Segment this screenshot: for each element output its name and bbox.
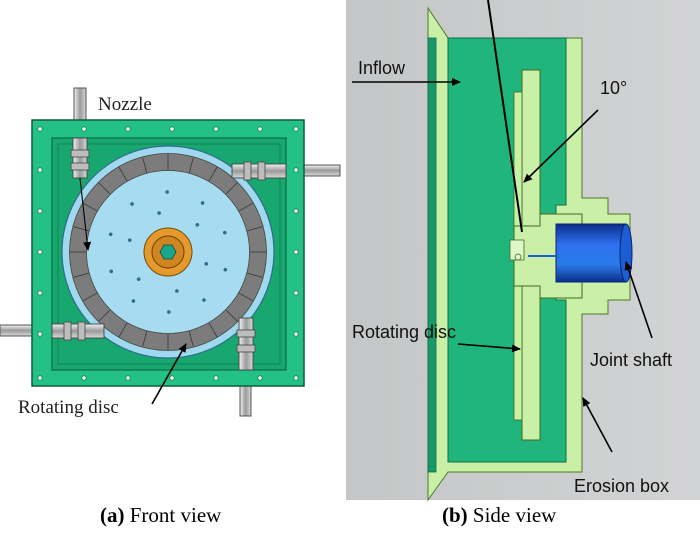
angle-arrow [523, 109, 599, 183]
nozzle-jet-line [79, 177, 92, 251]
disc-hole [130, 202, 134, 206]
nozzle-fitting-top [70, 137, 90, 179]
disc-holes [108, 190, 228, 314]
ring-segment-divider [225, 182, 238, 195]
box-left-wall [427, 37, 437, 473]
disc-hole [175, 289, 179, 293]
ring-edge-inner [86, 170, 250, 334]
caption-front: (a) Front view [100, 503, 221, 528]
disc-hole [108, 232, 113, 237]
rotating-disc-arrow-side [457, 343, 521, 353]
ring-segment-divider [82, 292, 98, 302]
ring-segment-divider [208, 166, 218, 182]
ring-segment-divider [98, 309, 111, 322]
disc-hole [136, 277, 141, 281]
hub-hex [159, 244, 177, 260]
ring-segment-divider [225, 309, 238, 322]
angle-label: 10° [600, 78, 627, 98]
ring-segments [70, 154, 266, 350]
disc-hole [223, 267, 228, 272]
rotating-disc-label-side: Rotating disc [352, 322, 456, 342]
caption-front-tag: (a) [100, 503, 125, 527]
bolt-hole [514, 253, 522, 261]
caption-side: (b) Side view [442, 503, 556, 528]
ring-segment-divider [73, 272, 89, 278]
disc-hole [131, 299, 136, 303]
erosion-box-label: Erosion box [574, 476, 669, 496]
ring-segment-divider [188, 157, 194, 173]
caption-side-text: Side view [472, 503, 557, 527]
disc-hole [127, 238, 132, 242]
ring-segment-divider [82, 202, 98, 212]
caption-side-tag: (b) [442, 503, 468, 527]
disc-hole [109, 269, 114, 274]
joint-shaft-arrow [624, 261, 653, 339]
erosion-box-arrow [582, 397, 613, 453]
inner-edge [57, 143, 281, 365]
frame-bolts [37, 126, 299, 381]
side-view-panel: Inflow 10° Rotating disc Joint shaft Ero… [346, 0, 700, 502]
disc-hole [222, 230, 227, 235]
fitting-right [231, 161, 287, 181]
ring-segment-divider [247, 226, 263, 232]
fitting-left [51, 321, 105, 341]
ring-segment-divider [247, 272, 263, 278]
ring-segment-divider [142, 331, 148, 347]
side-hub-bolt [509, 239, 525, 261]
ring-edge-outer [69, 153, 267, 351]
disc-hole [167, 310, 171, 314]
fitting-bottom [236, 317, 256, 371]
joint-shaft-label: Joint shaft [590, 350, 672, 370]
ring-segment-divider [118, 166, 128, 182]
ring-segment-divider [238, 202, 254, 212]
caption-front-text: Front view [129, 503, 222, 527]
ring-segment-divider [98, 182, 111, 195]
rotating-disc-label-front: Rotating disc [18, 397, 119, 418]
front-view-panel: Nozzle Rotating disc [0, 87, 341, 418]
nozzle-line-side [487, 0, 523, 233]
inflow-label: Inflow [358, 58, 406, 78]
nozzle-label: Nozzle [98, 94, 152, 115]
ring-segment-divider [142, 157, 148, 173]
pipe-right [299, 164, 341, 177]
ring-segment-divider [238, 292, 254, 302]
disc-hole [157, 211, 161, 215]
rotating-disc-arrow-front [151, 343, 187, 405]
joint-shaft [555, 223, 627, 283]
ring-segment-divider [208, 322, 218, 338]
disc-hole [204, 262, 209, 266]
disc-hole [165, 190, 169, 194]
disc-hole [202, 298, 206, 302]
ring-segment-divider [188, 331, 194, 347]
ring-segment-divider [118, 322, 128, 338]
disc-hole [200, 201, 205, 205]
disc-hole [195, 223, 200, 227]
